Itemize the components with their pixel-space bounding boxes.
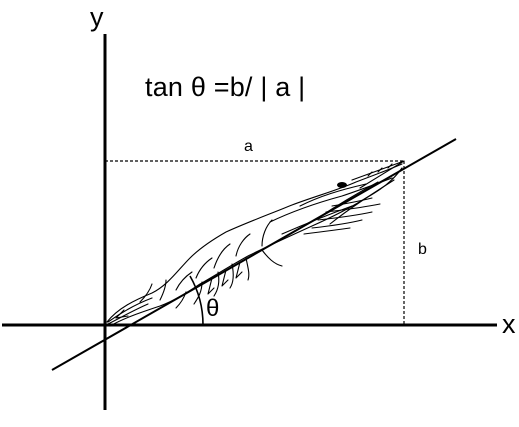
y-axis-label: y (90, 2, 104, 32)
label-b: b (418, 241, 427, 258)
tangent-formula: tan θ =b/ | a | (145, 72, 306, 102)
label-a: a (244, 138, 253, 155)
shrimp-drawing (106, 160, 405, 327)
angle-line (51, 138, 457, 371)
x-axis-label: x (502, 309, 516, 339)
theta-label: θ (206, 295, 220, 322)
theta-arc (189, 275, 204, 326)
